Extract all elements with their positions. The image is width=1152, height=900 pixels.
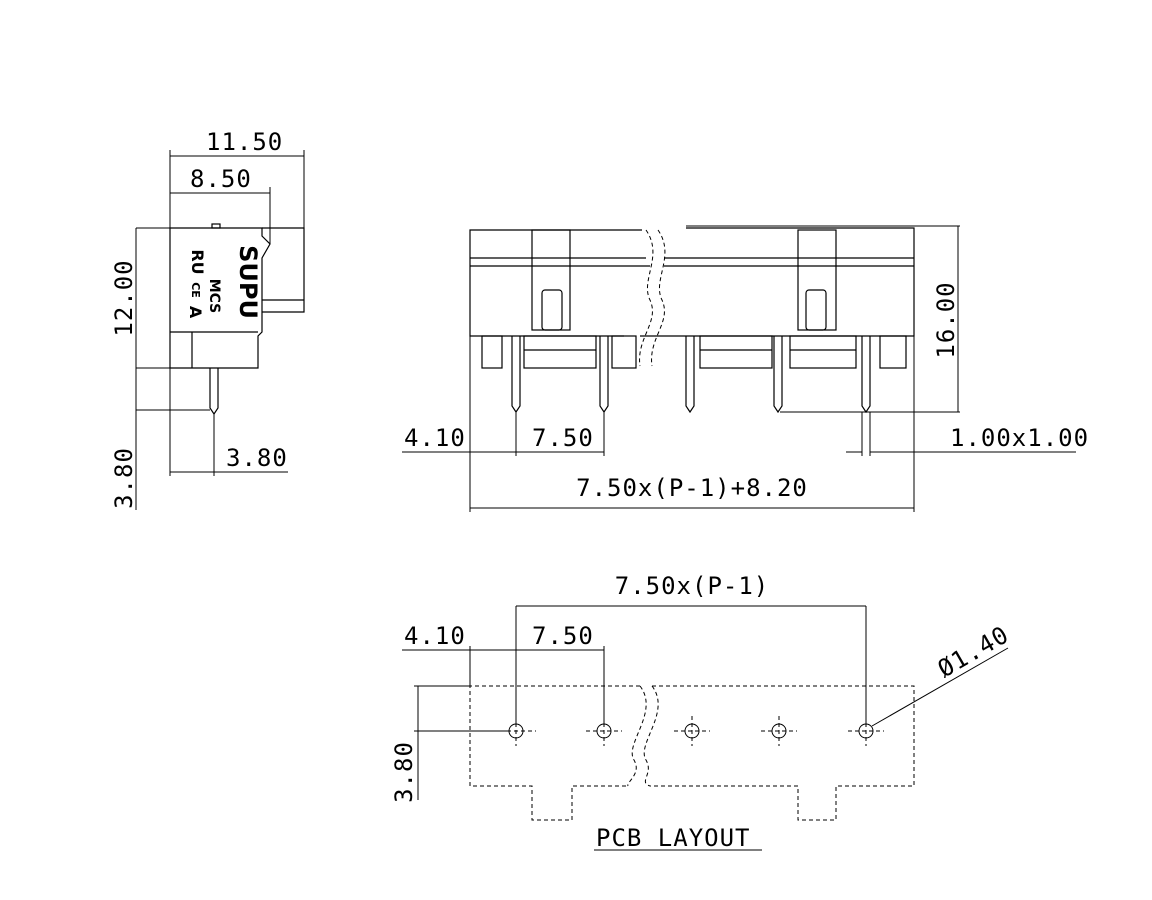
dim-pin-offset: 3.80 — [226, 444, 288, 472]
dim-height: 16.00 — [932, 281, 960, 358]
dim-edge-offset: 4.10 — [404, 424, 466, 452]
screw-slot-1 — [541, 289, 563, 331]
dim-total-length: 7.50x(P-1)+8.20 — [576, 474, 808, 502]
pcb-break-2 — [643, 685, 659, 787]
pcb-dim-row-offset: 3.80 — [390, 741, 418, 803]
marking-cert-ru: RU — [188, 249, 207, 274]
pcb-outline-right — [650, 685, 915, 821]
pcb-dim-pitch: 7.50 — [532, 622, 594, 650]
screw-tower-2 — [797, 229, 837, 331]
pcb-outline-left — [469, 685, 640, 821]
dim-pin-length: 3.80 — [110, 447, 138, 509]
pcb-dim-edge-offset: 4.10 — [404, 622, 466, 650]
screw-tower-1 — [531, 229, 571, 331]
side-pin — [209, 368, 219, 416]
screw-slot-2 — [805, 289, 827, 331]
pcb-layout: 7.50x(P-1) 4.10 7.50 3.80 Ø1.40 PCB LAYO… — [390, 572, 1014, 852]
marking-brand: SUPU — [234, 245, 262, 319]
front-pins — [511, 336, 871, 414]
marking-triangle: A — [186, 306, 205, 319]
side-notch — [211, 223, 221, 229]
pcb-dim-span: 7.50x(P-1) — [615, 572, 770, 600]
pcb-break-1 — [627, 685, 647, 787]
side-view: SUPU MCS RU CE A 11.50 8.50 12.00 3.80 — [110, 128, 305, 510]
marking-cert-ce: CE — [189, 282, 202, 298]
dim-width-total: 11.50 — [206, 128, 283, 156]
marking-series: MCS — [206, 279, 222, 314]
dim-pitch: 7.50 — [532, 424, 594, 452]
dim-height-body: 12.00 — [110, 259, 138, 336]
dim-pin-section: 1.00x1.00 — [950, 424, 1089, 452]
side-lower-block — [191, 331, 258, 368]
front-body-left — [469, 229, 642, 337]
clamp-block-1 — [523, 335, 597, 369]
pcb-leader-hole — [871, 647, 1009, 727]
break-line-1 — [639, 229, 654, 367]
front-body-right — [640, 227, 915, 337]
pcb-layout-title: PCB LAYOUT — [596, 824, 751, 852]
pcb-holes — [500, 716, 884, 746]
break-line-2 — [651, 229, 666, 367]
dim-width-body: 8.50 — [190, 165, 252, 193]
clamp-block-3 — [789, 335, 857, 369]
side-body-outline — [169, 227, 271, 369]
clamp-block-2 — [699, 335, 773, 369]
front-view: 16.00 4.10 7.50 1.00x1.00 7.50x(P-1)+8.2… — [402, 225, 1089, 512]
side-marking-group: SUPU — [234, 245, 262, 319]
side-wire-entry — [262, 227, 305, 313]
